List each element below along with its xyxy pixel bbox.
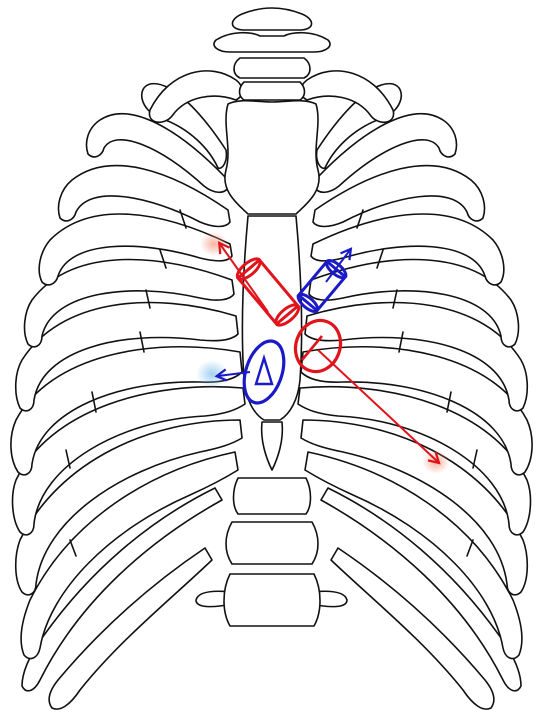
cervical-vertebra-1 [232, 8, 311, 30]
xiphoid-process [262, 422, 283, 470]
red-glow-lower-right [422, 450, 450, 474]
cervical-vertebra-2 [214, 33, 330, 52]
blue-glow-left [196, 360, 228, 388]
thoracic-vertebra-lower [234, 478, 311, 514]
cervical-vertebra-3 [234, 58, 310, 78]
red-glow-upper-left [200, 232, 228, 256]
lumbar-vertebra-1 [226, 522, 318, 564]
lumbar-vertebra-2 [224, 574, 320, 626]
left-ribs [11, 84, 245, 709]
thoracic-vertebra-1 [240, 82, 305, 100]
manubrium [225, 101, 319, 214]
right-ribs [298, 84, 532, 709]
